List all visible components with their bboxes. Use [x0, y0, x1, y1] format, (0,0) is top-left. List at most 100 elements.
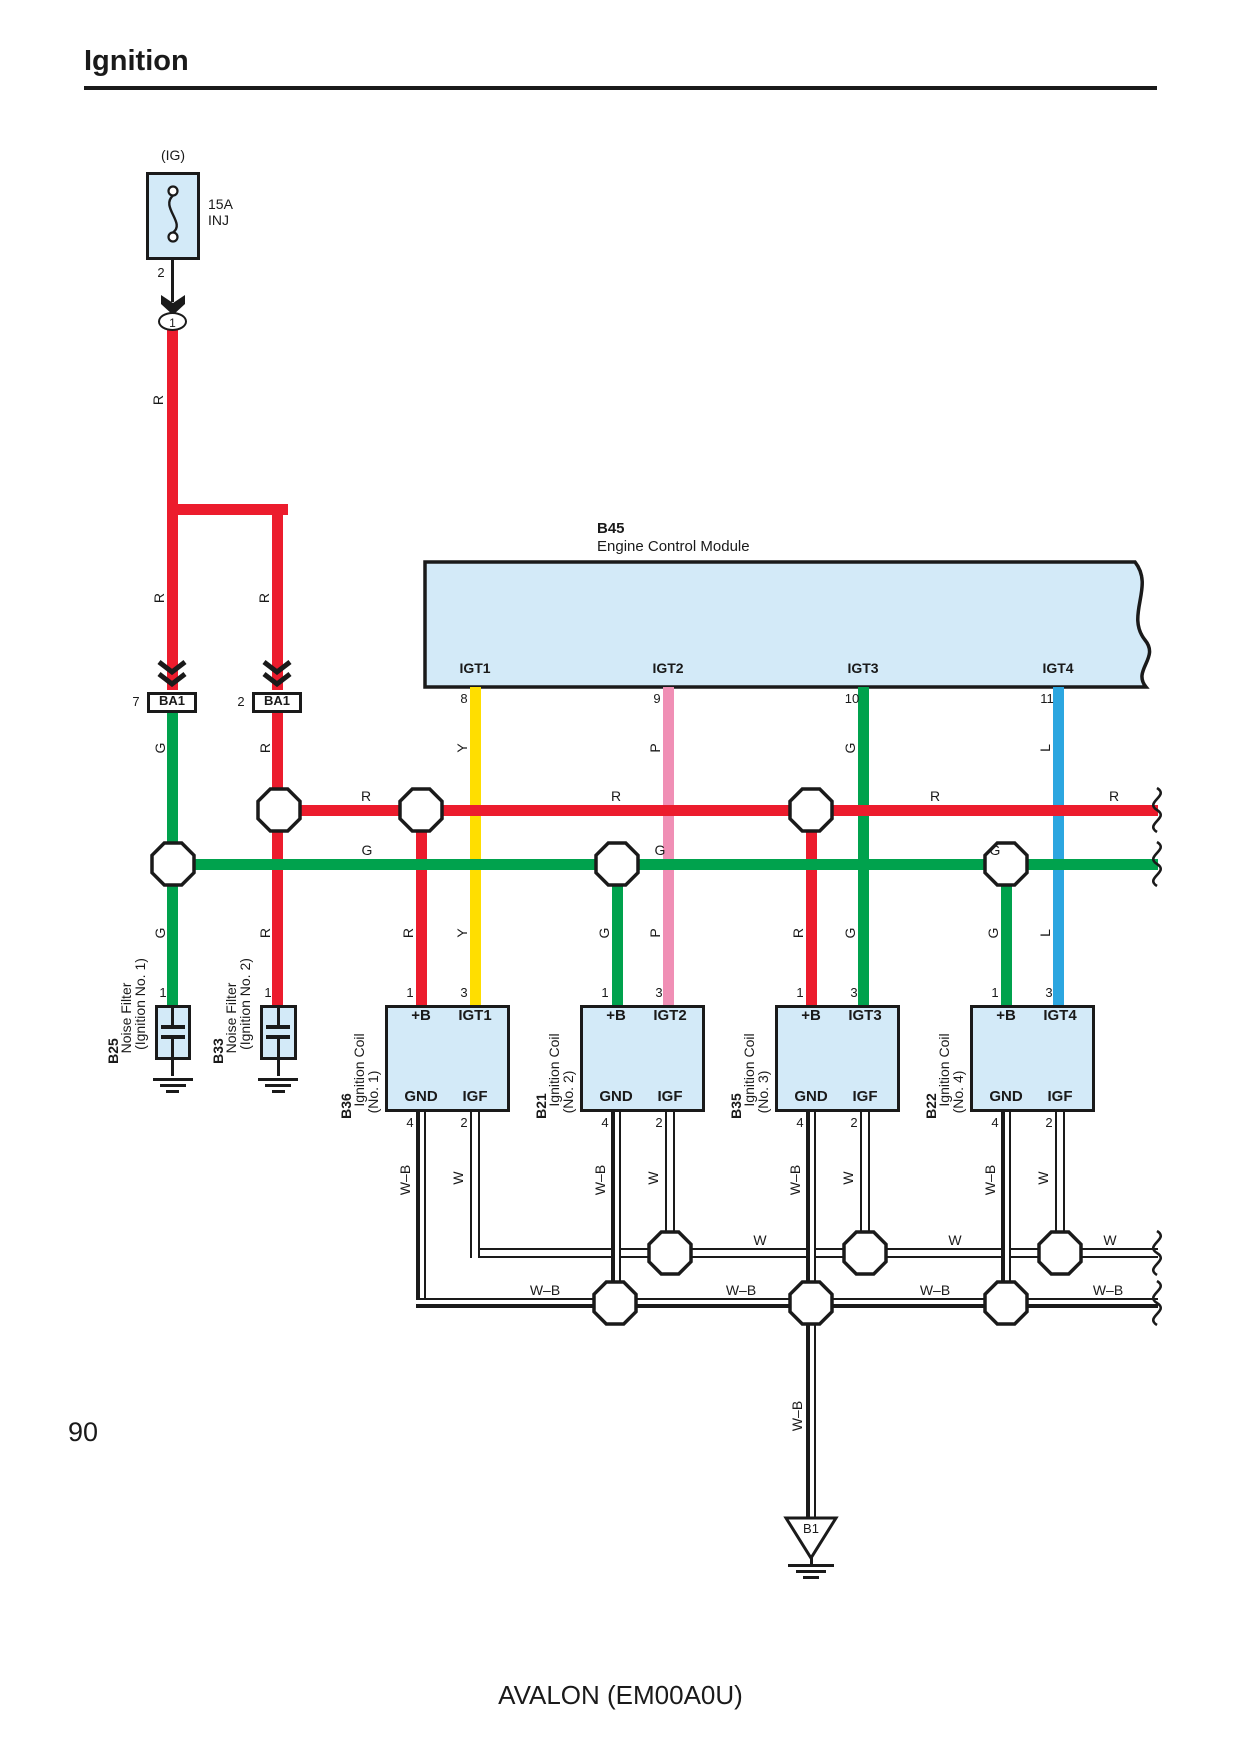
wire-color-label: W–B: [787, 1164, 803, 1196]
pin-number: 4: [601, 1115, 609, 1130]
fuse-icon: [167, 185, 179, 243]
capacitor-plate: [266, 1035, 290, 1039]
component-sub-label: (No. 2): [560, 1070, 576, 1113]
splice-octagon: [398, 787, 444, 833]
splice-octagon: [594, 841, 640, 887]
component-sub-label: (No. 1): [365, 1070, 381, 1113]
pin-number: 3: [460, 985, 468, 1000]
wire-color-label: G: [985, 927, 1001, 939]
component-sub-label: (No. 3): [755, 1070, 771, 1113]
ground-bar: [803, 1576, 819, 1579]
coil-pin-label: IGF: [852, 1088, 878, 1105]
wire-continuation-tear: [1152, 786, 1162, 834]
ignition-coil-box: [970, 1005, 1095, 1112]
wire-r: [167, 504, 288, 515]
pin-number: 2: [655, 1115, 663, 1130]
wire-wb-gnd: [611, 1112, 621, 1308]
ground-bar: [796, 1570, 826, 1573]
wire-w-igf: [860, 1112, 870, 1258]
ecm-pin-label: IGT3: [847, 660, 879, 676]
component-name-label: Noise Filter: [223, 982, 239, 1054]
wire-r-plus-b: [415, 810, 427, 1005]
wire-color-label: L: [1037, 929, 1053, 937]
wire-continuation-tear: [1152, 840, 1162, 888]
capacitor-lead: [171, 1005, 174, 1025]
bus-color-label: G: [989, 842, 1001, 858]
splice-octagon: [983, 1280, 1029, 1326]
ground-lead: [171, 1060, 174, 1076]
wire-color-label: Y: [454, 928, 470, 938]
bus-color-label: W: [753, 1232, 767, 1248]
splice-octagon: [983, 841, 1029, 887]
wire-w-igf: [1055, 1112, 1065, 1258]
junction-connector-box: [252, 692, 302, 713]
ground-bar: [152, 1078, 193, 1081]
wire-color-label: R: [400, 927, 416, 939]
wire-color-label: W–B: [789, 1400, 805, 1432]
splice-octagon: [1037, 1230, 1083, 1276]
component-sub-label: (Ignition No. 1): [132, 957, 148, 1050]
fuse-rating-label: 15A: [208, 196, 233, 212]
bus-color-label: R: [360, 788, 372, 804]
component-name-label: Ignition Coil: [546, 1033, 562, 1107]
ecm-pin-label: IGT4: [1042, 660, 1074, 676]
wire-w-igf: [470, 1112, 480, 1258]
wire-g-plus-b: [611, 864, 623, 1005]
component-sub-label: (No. 4): [950, 1070, 966, 1113]
capacitor-lead: [276, 1038, 280, 1060]
bus-red: [274, 804, 1158, 816]
coil-pin-label: GND: [989, 1088, 1023, 1105]
page-number: 90: [68, 1417, 99, 1447]
component-name-label: Ignition Coil: [741, 1033, 757, 1107]
wire-color-label: W: [1035, 1171, 1051, 1185]
bus-color-label: W–B: [725, 1282, 757, 1298]
ecm-code-label: B45: [597, 520, 625, 537]
coil-pin-label: IGF: [462, 1088, 488, 1105]
pin-number: 3: [655, 985, 663, 1000]
connector-code-label: BA1: [158, 693, 186, 708]
pin-number: 1: [159, 985, 167, 1000]
wire-color-label: R: [151, 592, 167, 604]
ecm-pin-label: IGT2: [652, 660, 684, 676]
splice-octagon: [256, 787, 302, 833]
capacitor-plate: [160, 1035, 185, 1039]
ground-bar: [159, 1084, 186, 1087]
fuse-bank-label: (IG): [160, 147, 186, 163]
ground-code-label: B1: [803, 1521, 819, 1536]
junction-connector-box: [147, 692, 197, 713]
wire-r: [272, 510, 283, 690]
ecm-pin-label: IGT1: [459, 660, 491, 676]
wire-y-igt1: [469, 687, 481, 1005]
wire-color-label: W: [645, 1171, 661, 1185]
pin-number: 4: [406, 1115, 414, 1130]
wire-continuation-tear: [1152, 1229, 1162, 1277]
wire-color-label: W–B: [592, 1164, 608, 1196]
wire-color-label: G: [842, 927, 858, 939]
coil-pin-label: +B: [801, 1007, 821, 1024]
coil-pin-label: IGF: [657, 1088, 683, 1105]
bus-color-label: R: [1108, 788, 1120, 804]
pin-number: 3: [1045, 985, 1053, 1000]
wire-color-label: G: [152, 927, 168, 939]
capacitor-lead: [276, 1005, 280, 1025]
bus-color-label: G: [654, 842, 666, 858]
coil-pin-label: +B: [606, 1007, 626, 1024]
pin-number: 2: [850, 1115, 858, 1130]
wire-color-label: R: [257, 742, 273, 754]
title-rule: [84, 86, 1157, 90]
pin-number: 2: [237, 694, 245, 709]
wire-w-igf: [665, 1112, 675, 1258]
wire-g-plus-b: [1000, 864, 1012, 1005]
pin-number: 8: [460, 691, 468, 706]
coil-pin-label: GND: [404, 1088, 438, 1105]
bus-color-label: W: [1103, 1232, 1117, 1248]
pin-number: 1: [406, 985, 414, 1000]
wire-g-igt3: [857, 687, 869, 1005]
wire-r-plus-b: [805, 810, 817, 1005]
wire-r: [167, 328, 178, 512]
coil-pin-label: GND: [794, 1088, 828, 1105]
wire-color-label: Y: [454, 743, 470, 753]
coil-pin-label: IGT3: [848, 1007, 882, 1024]
bus-color-label: R: [929, 788, 941, 804]
